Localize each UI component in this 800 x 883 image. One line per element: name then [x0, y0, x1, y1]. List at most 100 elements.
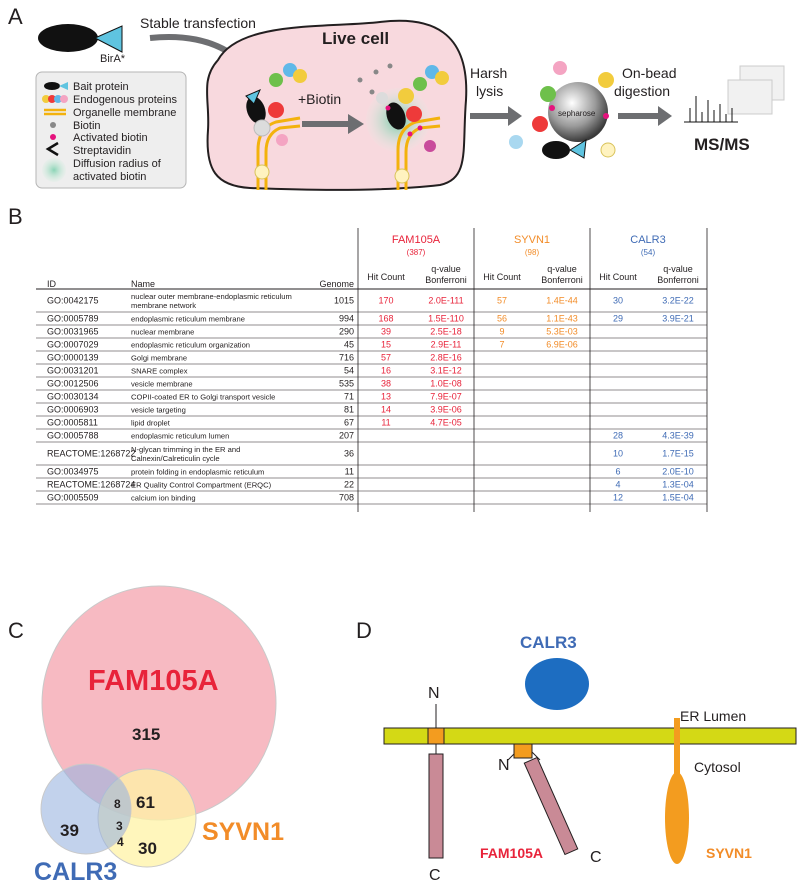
- lysate-bait-tri: [569, 139, 587, 159]
- harsh-lysis-label-1: Harsh: [470, 65, 507, 81]
- n-terminus-1: N: [428, 685, 440, 702]
- row-name: calcium ion binding: [131, 494, 196, 503]
- group-header-name: SYVN1: [514, 234, 550, 246]
- row-q-value: 1.4E-44: [546, 296, 578, 306]
- row-hit-count: 56: [497, 314, 507, 324]
- lysate-bait: [542, 141, 570, 159]
- on-bead-label-1: On-bead: [622, 65, 676, 81]
- legend-activated-biotin-icon: [50, 134, 56, 140]
- cell-prot-gray-2: [376, 92, 388, 104]
- biotin-dot-2: [357, 77, 363, 83]
- cell-prot-red-1: [268, 102, 284, 118]
- fam105a-label: FAM105A: [480, 845, 543, 861]
- row-genome: 54: [344, 366, 354, 376]
- activated-biotin-dot-2: [417, 125, 423, 131]
- biotin-arrow-head: [348, 114, 364, 134]
- bonferroni-header: Bonferroni: [425, 275, 467, 285]
- row-hit-count: 28: [613, 431, 623, 441]
- venn-fam-syvn: 61: [136, 793, 155, 812]
- row-id: GO:0007029: [47, 340, 99, 350]
- row-name: protein folding in endoplasmic reticulum: [131, 468, 264, 477]
- group-header-count: (54): [641, 248, 656, 257]
- row-name: vesicle membrane: [131, 380, 193, 389]
- legend-item-5: Streptavidin: [73, 145, 131, 157]
- row-q-value: 4.7E-05: [430, 418, 462, 428]
- row-hit-count: 29: [613, 314, 623, 324]
- hit-count-header: Hit Count: [483, 272, 521, 282]
- row-id: GO:0006903: [47, 405, 99, 415]
- biotin-dot-4: [369, 89, 375, 95]
- legend-endo-icon-4: [60, 95, 68, 103]
- cell-prot-cream-1: [254, 164, 270, 180]
- cyto-domain-2: [523, 756, 579, 856]
- cell-prot-yellow-2: [398, 88, 414, 104]
- sepharose-label: sepharose: [558, 109, 596, 118]
- cell-prot-purple: [424, 140, 436, 152]
- row-q-value: 1.7E-15: [662, 449, 694, 459]
- row-q-value: 4.3E-39: [662, 431, 694, 441]
- row-id: GO:0034975: [47, 467, 99, 477]
- legend-box: [35, 71, 187, 189]
- row-hit-count: 16: [381, 366, 391, 376]
- row-name: endoplasmic reticulum membrane: [131, 315, 245, 324]
- plus-biotin-label: +Biotin: [298, 91, 341, 107]
- row-genome: 81: [344, 405, 354, 415]
- row-hit-count: 57: [497, 296, 507, 306]
- row-hit-count: 10: [613, 449, 623, 459]
- row-name: Golgi membrane: [131, 354, 187, 363]
- row-name: Calnexin/Calreticulin cycle: [131, 454, 220, 463]
- row-genome: 1015: [334, 296, 354, 306]
- row-id: REACTOME:1268724: [47, 480, 135, 490]
- syvn1-label: SYVN1: [706, 845, 752, 861]
- q-value-header: q-value: [547, 264, 577, 274]
- row-id: GO:0005509: [47, 493, 99, 503]
- cell-prot-yellow-1: [293, 69, 307, 83]
- row-genome: 207: [339, 431, 354, 441]
- row-name: membrane network: [131, 301, 196, 310]
- row-q-value: 1.0E-08: [430, 379, 462, 389]
- row-q-value: 2.8E-16: [430, 353, 462, 363]
- legend-endo-icon-3: [54, 95, 62, 103]
- venn-calr-syvn: 4: [117, 835, 124, 849]
- ms-spectra: [684, 65, 785, 123]
- row-name: nuclear membrane: [131, 328, 194, 337]
- lysate-prot-pink: [553, 61, 567, 75]
- legend-endo-icon-1: [42, 95, 50, 103]
- venn-fam-only: 315: [132, 725, 160, 744]
- group-header-name: CALR3: [630, 234, 665, 246]
- row-genome: 716: [339, 353, 354, 363]
- tm-box-1: [427, 727, 445, 745]
- row-q-value: 7.9E-07: [430, 392, 462, 402]
- venn-calr3-circle: [40, 763, 132, 855]
- bonferroni-header: Bonferroni: [657, 275, 699, 285]
- q-value-header: q-value: [663, 264, 693, 274]
- sepharose-bead: [548, 82, 608, 142]
- row-name: lipid droplet: [131, 419, 171, 428]
- row-name: vesicle targeting: [131, 406, 186, 415]
- venn-syvn-only: 30: [138, 839, 157, 858]
- cytosol-label: Cytosol: [694, 759, 741, 775]
- calr3-ellipse: [525, 658, 589, 710]
- panel-b-letter: B: [8, 204, 23, 229]
- cell-prot-gray-1: [253, 119, 271, 137]
- row-name: SNARE complex: [131, 367, 188, 376]
- live-cell-label: Live cell: [322, 29, 389, 48]
- row-q-value: 1.5E-110: [428, 314, 464, 324]
- row-id: GO:0042175: [47, 296, 99, 306]
- row-genome: 22: [344, 480, 354, 490]
- row-q-value: 1.5E-04: [662, 493, 694, 503]
- c-terminus-1: C: [429, 867, 441, 883]
- stable-transfection-label: Stable transfection: [140, 15, 256, 31]
- lysate-prot-green: [540, 86, 556, 102]
- row-genome: 535: [339, 379, 354, 389]
- row-id: GO:0000139: [47, 353, 99, 363]
- row-hit-count: 12: [613, 493, 623, 503]
- legend-diffusion-icon: [42, 158, 66, 182]
- er-lumen-label: ER Lumen: [680, 708, 746, 724]
- row-hit-count: 14: [381, 405, 391, 415]
- row-hit-count: 168: [378, 314, 393, 324]
- venn-calr3-label: CALR3: [34, 858, 117, 883]
- row-id: GO:0005789: [47, 314, 99, 324]
- row-name: COPII-coated ER to Golgi transport vesic…: [131, 393, 275, 402]
